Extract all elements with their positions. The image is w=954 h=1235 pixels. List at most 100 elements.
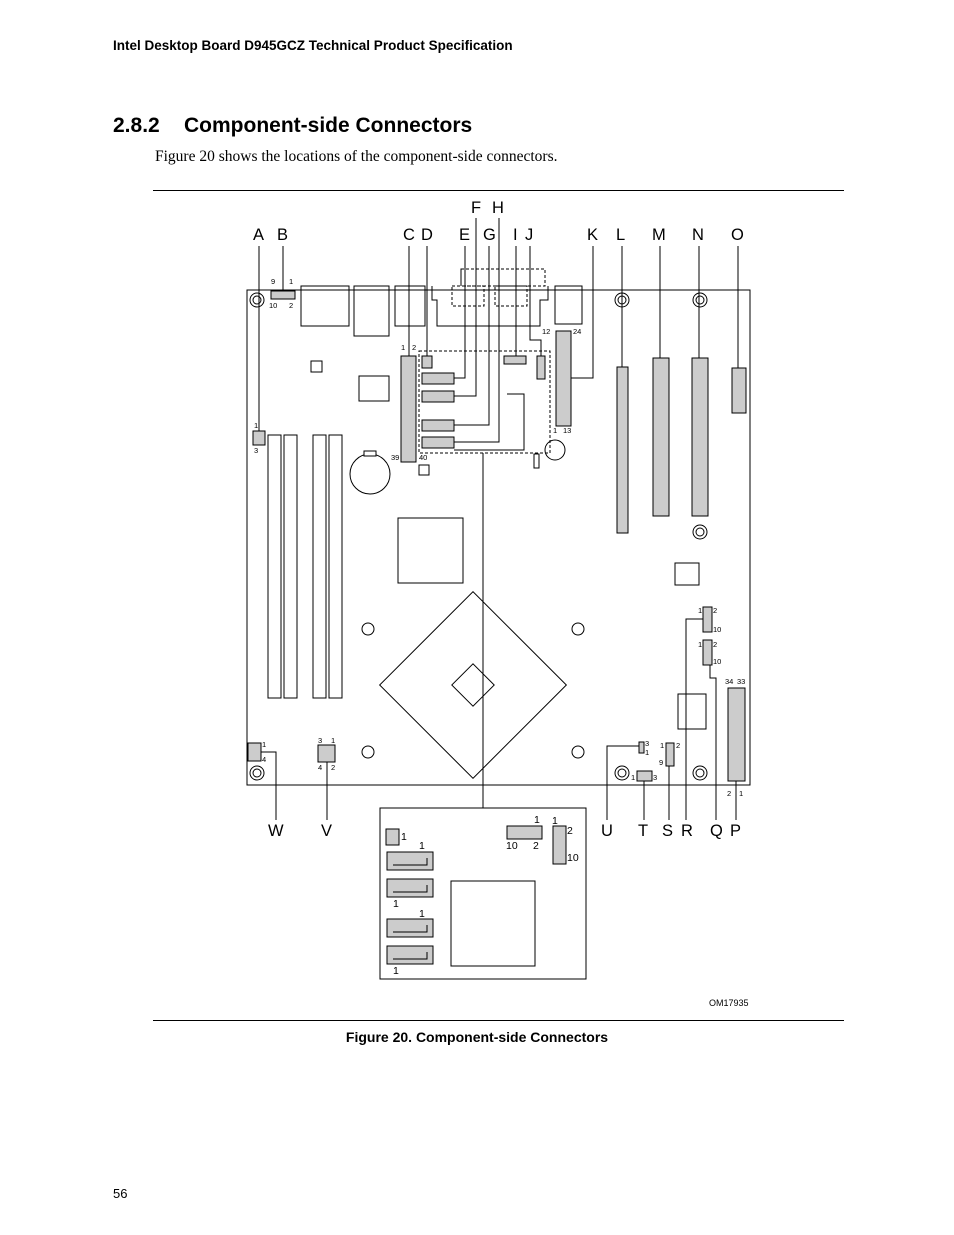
pin-label: 33 (737, 677, 745, 686)
pin-label: 1 (331, 736, 335, 745)
section-title: Component-side Connectors (184, 114, 473, 137)
pin-label: 2 (676, 741, 680, 750)
figure-bottom-rule (153, 1020, 844, 1021)
pin-label: 1 (645, 748, 649, 757)
pin-label: 1 (254, 421, 258, 430)
label-j: J (525, 226, 533, 244)
connector-s (665, 742, 675, 767)
inset-region-outline (418, 350, 551, 454)
label-m: M (652, 226, 666, 244)
pin-label: 9 (659, 758, 663, 767)
connector-w (247, 742, 262, 762)
figure-top-rule (153, 190, 844, 191)
label-g: G (483, 226, 496, 244)
pin-label: 40 (419, 453, 427, 462)
pin-label: 4 (262, 755, 266, 764)
connector-j (536, 355, 546, 380)
connector-v (317, 744, 336, 763)
back-panel-io (300, 268, 583, 337)
pin-label: 2 (412, 343, 416, 352)
speaker (544, 439, 566, 461)
connector-o (731, 367, 747, 414)
pin-label: 9 (271, 277, 275, 286)
intro-paragraph: Figure 20 shows the locations of the com… (155, 148, 558, 165)
connector-r-header (702, 606, 713, 633)
chip-lower-right (677, 693, 707, 730)
pin-label: 1 (552, 815, 558, 827)
pin-label: 1 (393, 898, 399, 910)
pin-label: 1 (289, 277, 293, 286)
memory-slots (267, 434, 343, 699)
figure-caption: Figure 20. Component-side Connectors (345, 1029, 609, 1045)
pin-label: 2 (533, 840, 539, 852)
label-q: Q (710, 822, 723, 840)
pin-numbers: 9 1 10 2 1 3 1 2 39 40 12 24 1 13 1 2 10… (254, 277, 745, 977)
top-labels: A B C D E F G H I J K L M N O (253, 199, 744, 244)
pin-label: 2 (713, 606, 717, 615)
processor-socket (378, 590, 568, 780)
pin-label: 34 (725, 677, 733, 686)
chip-io (358, 375, 390, 402)
pin-label: 3 (254, 446, 258, 455)
connector-n-slot (691, 357, 709, 517)
label-r: R (681, 822, 693, 840)
sata-connectors (421, 372, 455, 449)
pin-label: 1 (698, 606, 702, 615)
label-a: A (253, 226, 264, 244)
pin-label: 1 (401, 343, 405, 352)
label-p: P (730, 822, 741, 840)
label-f: F (471, 199, 481, 217)
connector-q-header (702, 639, 713, 666)
pin-label: 3 (653, 773, 657, 782)
label-o: O (731, 226, 744, 244)
pin-label: 2 (289, 301, 293, 310)
connector-b-header (270, 290, 296, 300)
connector-t (636, 770, 653, 782)
connector-k-power (555, 330, 572, 427)
pin-label: 3 (318, 736, 322, 745)
pin-label: 10 (506, 840, 518, 852)
pin-label: 2 (331, 763, 335, 772)
figure-id: OM17935 (709, 998, 749, 1008)
label-n: N (692, 226, 704, 244)
label-d: D (421, 226, 433, 244)
pin-label: 1 (419, 840, 425, 852)
pin-label: 2 (713, 640, 717, 649)
pin-label: 10 (713, 657, 721, 666)
connector-a-header (252, 430, 266, 446)
pin-label: 1 (739, 789, 743, 798)
pin-label: 13 (563, 426, 571, 435)
small-chip (310, 360, 323, 373)
connector-m-slot (652, 357, 670, 517)
connector-u (638, 741, 645, 754)
page-number: 56 (113, 1186, 128, 1201)
pin-label: 10 (713, 625, 721, 634)
leader-lines (258, 218, 739, 820)
label-c: C (403, 226, 415, 244)
small-chip-2 (418, 464, 430, 476)
pin-label: 12 (542, 327, 550, 336)
pin-label: 1 (401, 831, 407, 843)
pin-label: 4 (318, 763, 322, 772)
pin-label: 2 (567, 825, 573, 837)
pin-label: 1 (534, 814, 540, 826)
pin-label: 10 (269, 301, 277, 310)
mounting-holes (249, 292, 708, 781)
label-w: W (268, 822, 284, 840)
pin-label: 1 (660, 741, 664, 750)
label-l: L (616, 226, 625, 244)
pin-label: 24 (573, 327, 581, 336)
pin-label: 2 (727, 789, 731, 798)
connector-p-floppy (727, 687, 746, 782)
pin-label: 1 (631, 773, 635, 782)
label-b: B (277, 226, 288, 244)
label-u: U (601, 822, 613, 840)
pin-label: 1 (698, 640, 702, 649)
small-part (533, 453, 540, 469)
label-v: V (321, 822, 332, 840)
pin-label: 39 (391, 453, 399, 462)
pin-label: 1 (262, 740, 266, 749)
pin-label: 3 (645, 739, 649, 748)
